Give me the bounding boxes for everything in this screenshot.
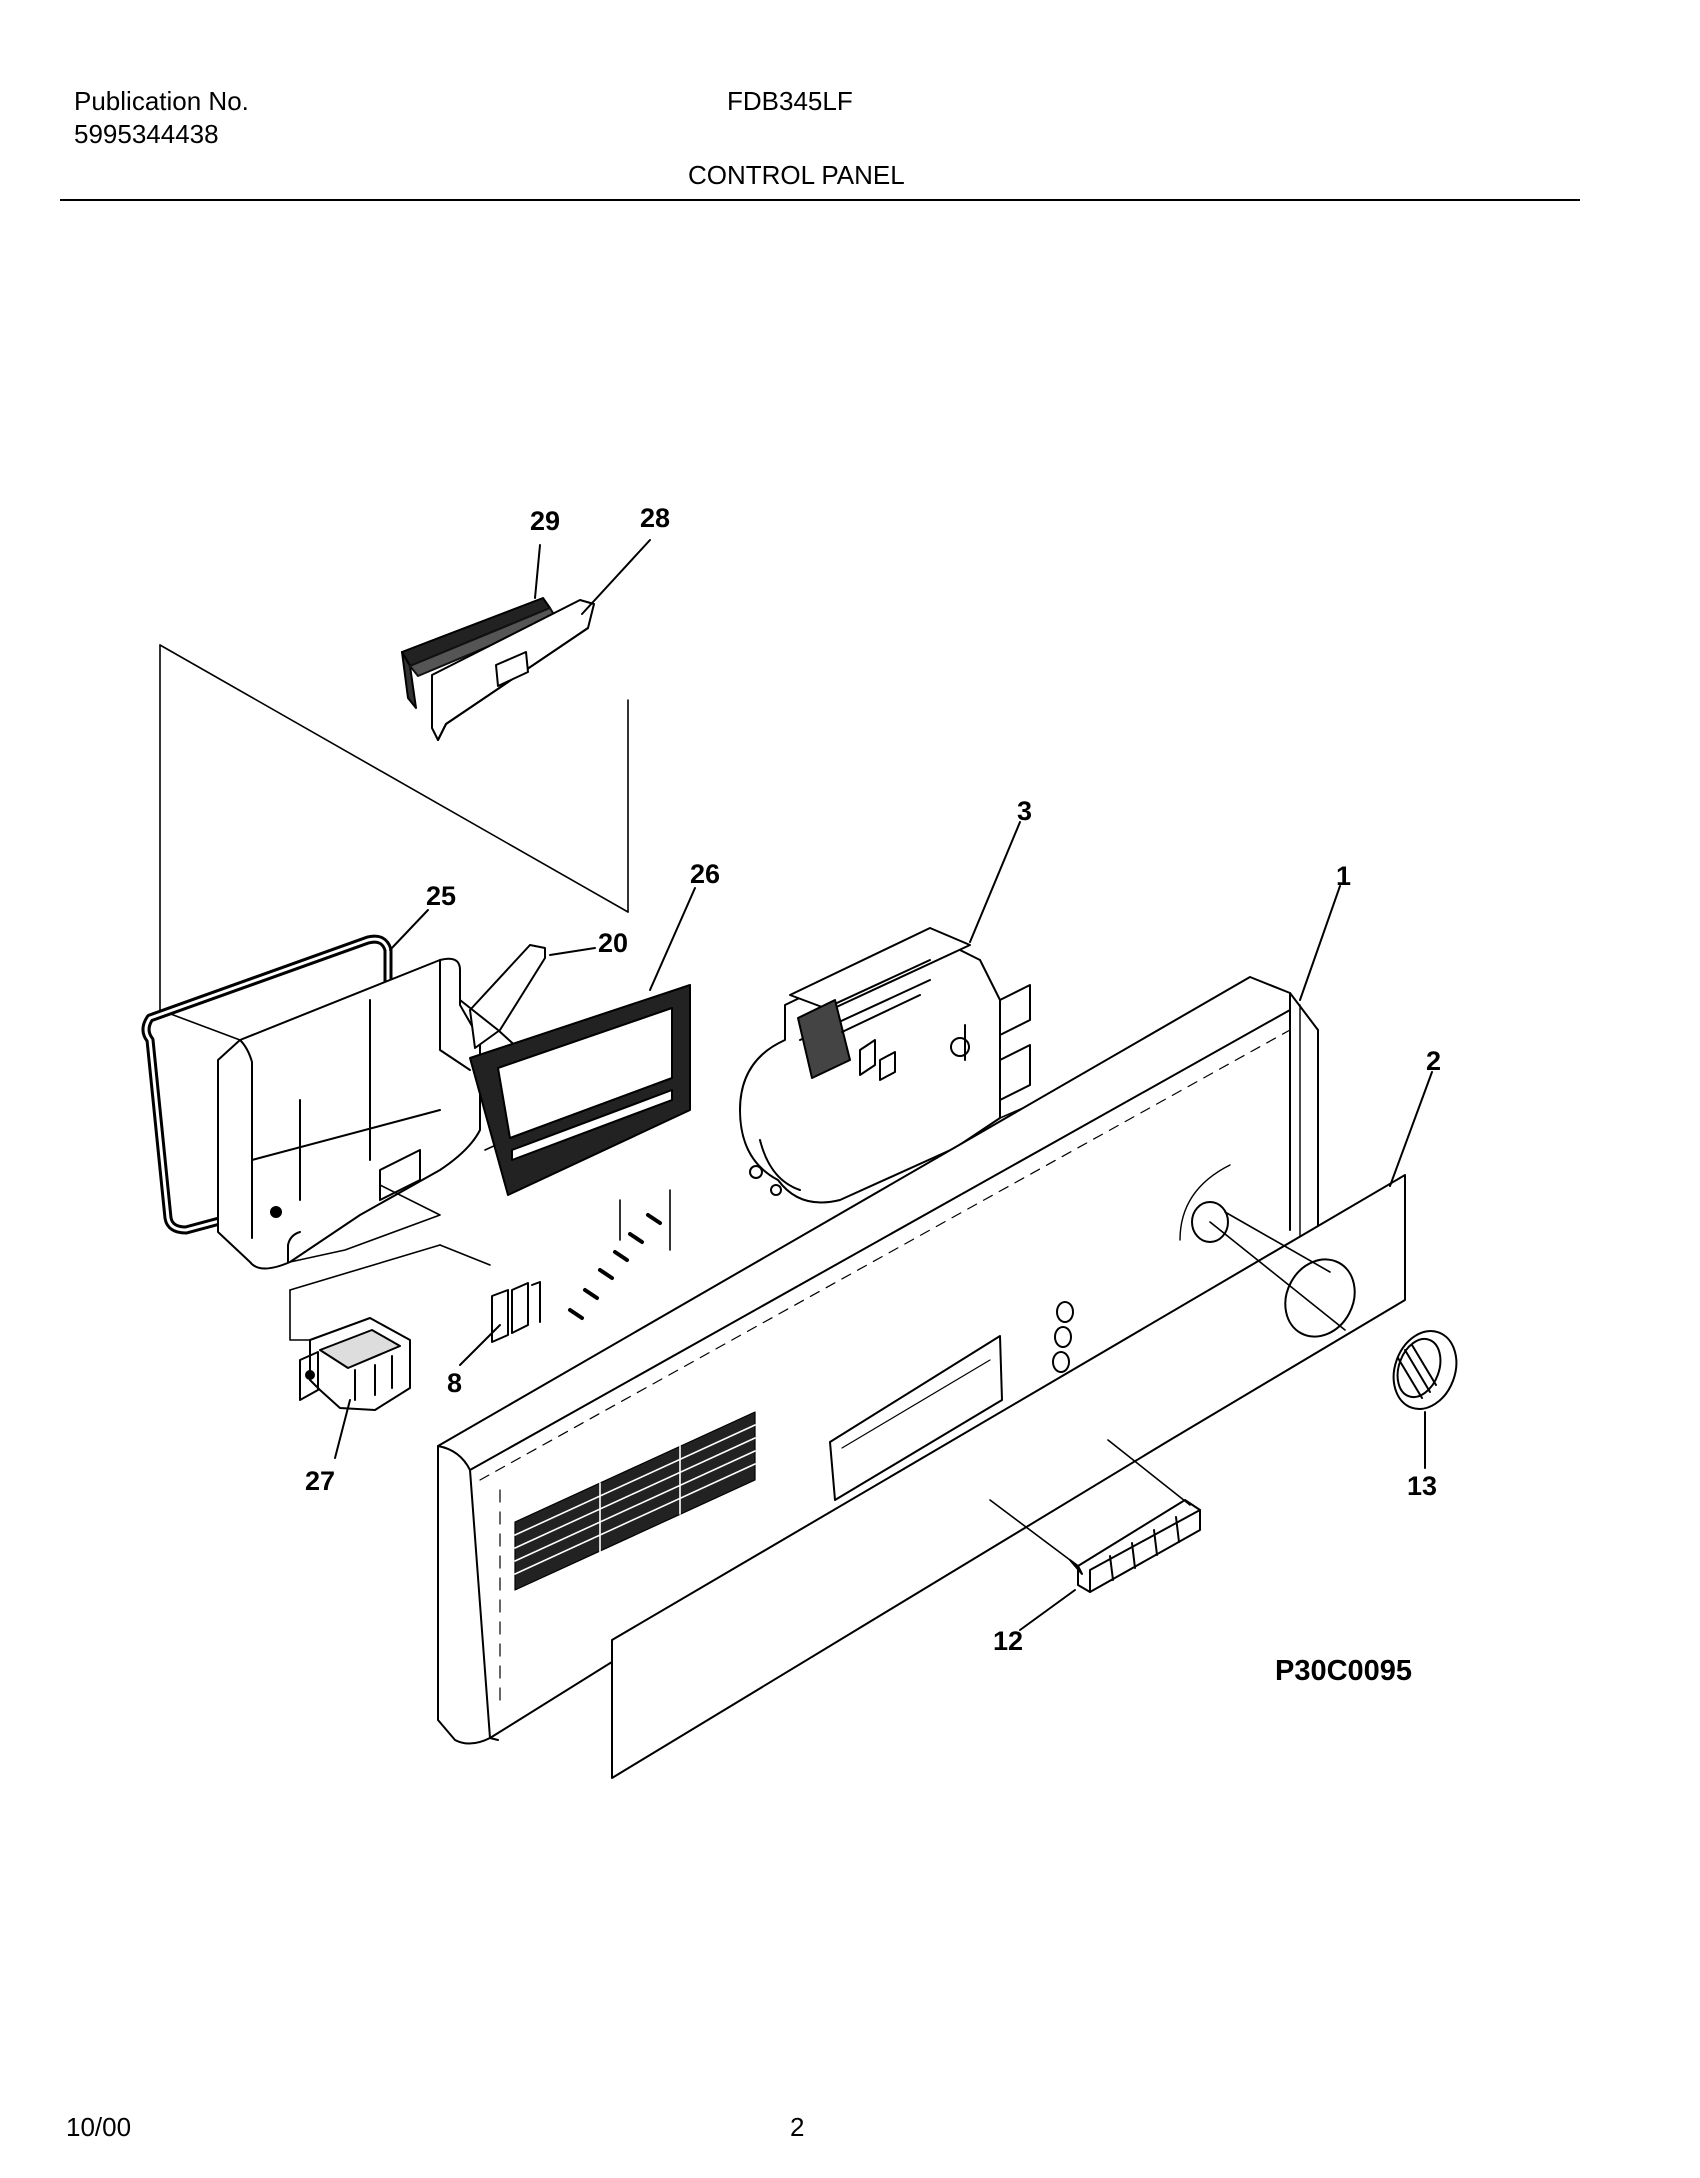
callout-13: 13 [1407,1471,1437,1501]
part-overlay-panel [611,1174,1406,1779]
callout-12: 12 [993,1626,1023,1656]
part-frame-gasket [469,984,691,1196]
section-title: CONTROL PANEL [688,160,905,190]
callout-25: 25 [426,881,456,911]
publication-label: Publication No. [74,86,249,116]
callout-3: 3 [1017,796,1032,826]
callout-8: 8 [447,1368,462,1398]
callout-2: 2 [1426,1046,1441,1076]
vent-grille [514,1411,756,1591]
callout-1: 1 [1336,861,1351,891]
callout-20: 20 [598,928,628,958]
part-switch [491,1189,671,1343]
header-rule [60,199,1580,201]
part-latch-housing [217,944,606,1270]
part-button-bar [989,1439,1201,1593]
part-knob [1392,1330,1458,1410]
page-number: 2 [790,2112,805,2142]
drawing-code: P30C0095 [1275,1655,1412,1687]
callout-28: 28 [640,503,670,533]
callout-26: 26 [690,859,720,889]
publication-number: 5995344438 [74,119,219,149]
part-filter-cover [401,597,595,741]
construction-sheet [159,644,629,1041]
callout-29: 29 [530,506,560,536]
leader-lines [334,539,1433,1631]
footer-date: 10/00 [66,2112,132,2142]
part-terminal-block [289,1244,491,1411]
callout-27: 27 [305,1466,335,1496]
model-number: FDB345LF [727,86,853,116]
part-timer-module [739,927,1031,1204]
